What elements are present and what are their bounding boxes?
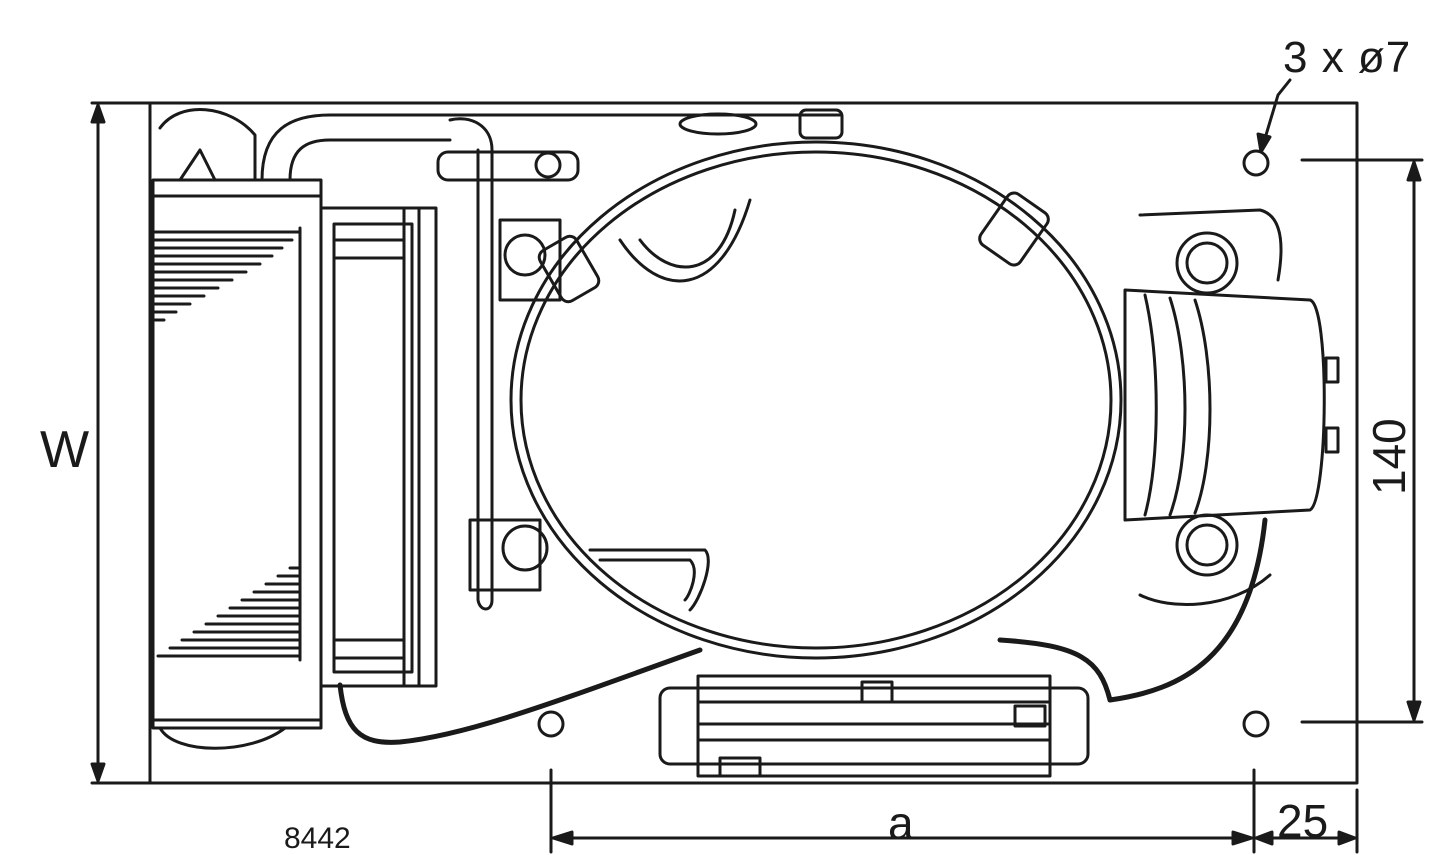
base-plate [148,101,1359,785]
hole-leader-arrow [1261,78,1292,147]
mounting-hole [537,710,565,738]
length-label: a [888,797,914,849]
electronic-unit [658,674,1090,778]
hole-spacing-dimension [1300,158,1424,724]
mounting-holes-label: 3 x ø7 [1283,33,1412,82]
condenser-fins [153,230,302,658]
refrigerant-piping [260,108,844,611]
electrical-box [1123,288,1340,522]
hole-spacing-label: 140 [1363,418,1415,495]
power-cable [337,517,1268,745]
width-label: W [40,421,90,479]
condenser [151,108,438,750]
compressor-feet [468,208,1283,607]
edge-offset-label: 25 [1277,795,1329,847]
drawing-number: 8442 [284,822,351,855]
mounting-hole [1242,710,1270,738]
mounting-hole [1242,149,1270,177]
length-dimension [549,768,1359,854]
width-dimension [90,101,152,785]
process-tubes [537,191,1050,304]
compressor-shell [509,140,1123,660]
